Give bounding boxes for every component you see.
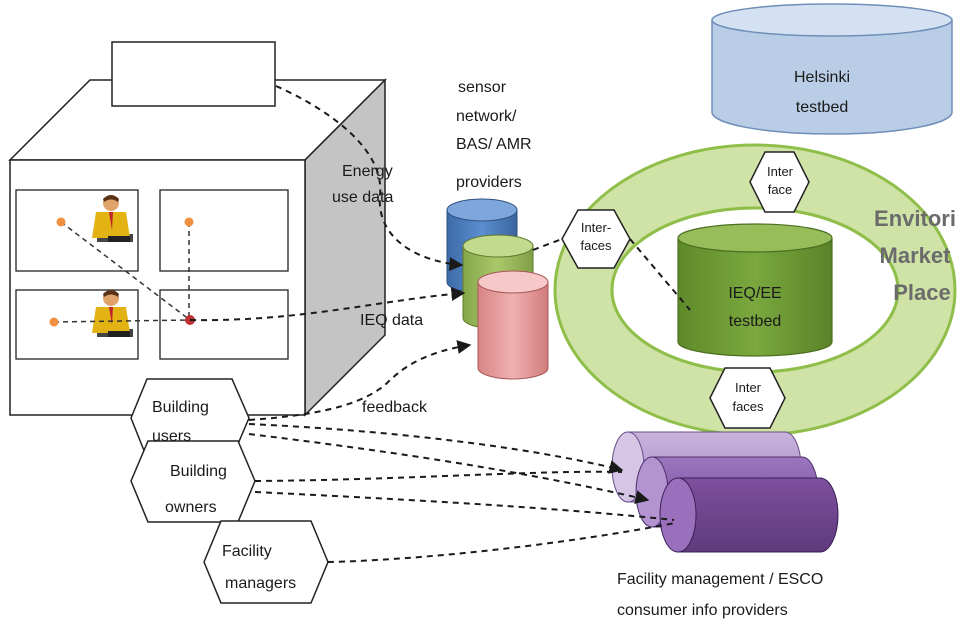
actor-owners-label-1: Building bbox=[170, 463, 227, 480]
sensor-label-3: BAS/ AMR bbox=[456, 136, 532, 153]
interfaces-hexagon-bottom bbox=[709, 367, 786, 429]
actor-managers-label-1: Facility bbox=[222, 543, 272, 560]
sensor-links bbox=[53, 221, 191, 323]
owners-to-fm-line-1 bbox=[254, 470, 623, 482]
ieq-data-label: IEQ data bbox=[360, 312, 423, 329]
fm-label-2: consumer info providers bbox=[617, 602, 788, 619]
actor-users-label-1: Building bbox=[152, 399, 209, 416]
energy-label-2: use data bbox=[332, 189, 393, 206]
room-top-right bbox=[159, 189, 289, 272]
sensor-provider-cylinder-red bbox=[477, 270, 549, 380]
helsinki-label-1: Helsinki bbox=[794, 69, 850, 86]
feedback-label: feedback bbox=[362, 399, 428, 416]
interfaces-left-label-2: faces bbox=[580, 238, 612, 253]
interfaces-bottom-label-2: faces bbox=[732, 399, 764, 414]
sensor-dot bbox=[56, 217, 66, 227]
helsinki-testbed-cylinder bbox=[711, 3, 953, 135]
users-to-fm-line-2 bbox=[248, 433, 650, 504]
interface-hexagon-top bbox=[749, 151, 810, 213]
fm-label-1: Facility management / ESCO bbox=[617, 571, 823, 588]
users-to-fm-line-1 bbox=[248, 423, 624, 474]
energy-flow-line bbox=[275, 85, 464, 272]
owners-to-fm-line-2 bbox=[254, 491, 675, 521]
interfaces-left-to-ieq-link bbox=[629, 238, 691, 311]
sensor-label-2: network/ bbox=[456, 108, 517, 125]
person-icon bbox=[92, 290, 133, 337]
data-flow-connectors bbox=[189, 85, 691, 563]
fm-provider-cylinder-3 bbox=[659, 477, 839, 553]
marketplace-label-1: Envitori bbox=[874, 206, 956, 231]
room-bottom-right bbox=[159, 289, 289, 360]
sensor-dot bbox=[184, 217, 194, 227]
ieq-ee-label-1: IEQ/EE bbox=[728, 285, 781, 302]
marketplace-label-3: Place bbox=[893, 280, 951, 305]
ieq-flow-line bbox=[189, 287, 466, 322]
managers-to-fm-line bbox=[327, 522, 676, 563]
interface-top-label-1: Inter bbox=[767, 164, 794, 179]
ieq-ee-label-2: testbed bbox=[729, 313, 781, 330]
sensor-label-4: providers bbox=[456, 174, 522, 191]
actor-owners-label-2: owners bbox=[165, 499, 217, 516]
interfaces-left-label-1: Inter- bbox=[581, 220, 611, 235]
interfaces-bottom-label-1: Inter bbox=[735, 380, 762, 395]
sensor-label-1: sensor bbox=[458, 79, 507, 96]
actor-managers-label-2: managers bbox=[225, 575, 296, 592]
energy-label-1: Energy bbox=[342, 163, 393, 180]
person-icon bbox=[92, 195, 133, 242]
interfaces-left-link bbox=[532, 238, 563, 251]
marketplace-label-2: Market bbox=[880, 243, 952, 268]
sensor-dot bbox=[49, 317, 59, 327]
energy-meter-box bbox=[111, 41, 276, 107]
building bbox=[8, 41, 387, 417]
interface-top-label-2: face bbox=[768, 182, 793, 197]
ieq-ee-testbed-cylinder bbox=[677, 223, 833, 357]
helsinki-label-2: testbed bbox=[796, 99, 848, 116]
